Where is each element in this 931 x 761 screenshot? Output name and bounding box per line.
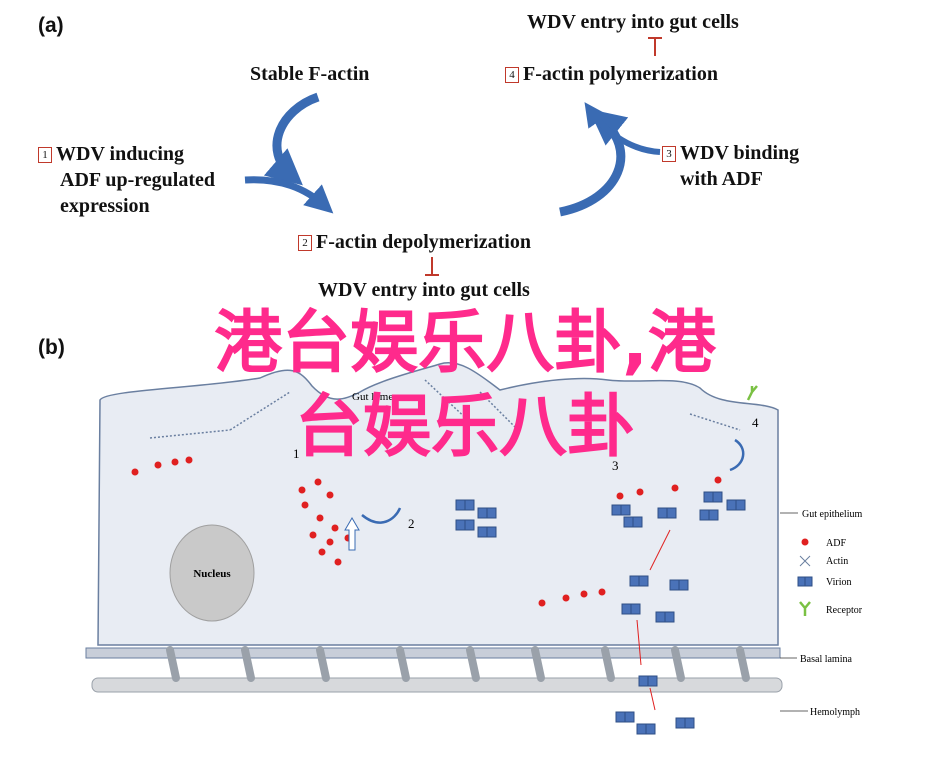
step-arrows	[361, 438, 745, 524]
panel-a-arrows	[244, 37, 662, 276]
step1-number: 1	[38, 147, 52, 164]
step3-line2: with ADF	[680, 168, 763, 190]
step-number-4: 4	[752, 415, 759, 430]
legend-virion-marker-b	[804, 576, 813, 587]
step1-line3: expression	[60, 195, 150, 217]
step1-line2: ADF up-regulated	[60, 169, 215, 191]
panel-a-label: (a)	[38, 14, 64, 37]
legend-adf-label: ADF	[826, 538, 846, 549]
step1-line1: WDV inducing	[56, 143, 185, 165]
watermark-overlay: 港台娱乐八卦,港 台娱乐八卦	[40, 302, 890, 470]
step4-text: F-actin polymerization	[523, 63, 718, 85]
watermark-line2: 台娱乐八卦	[294, 388, 635, 467]
legend-virion-marker-a	[797, 576, 806, 587]
legend-virion-label: Virion	[826, 577, 852, 588]
hollow-up-arrow	[344, 517, 360, 551]
step4-number: 4	[505, 67, 519, 84]
step-number-3: 3	[612, 458, 619, 473]
legend-receptor-marker	[799, 601, 811, 616]
entry-bottom-label: WDV entry into gut cells	[318, 279, 530, 301]
step-number-2: 2	[408, 516, 415, 531]
legend-actin-marker	[799, 555, 811, 567]
basal-struts	[166, 646, 750, 682]
basal-lamina	[85, 647, 781, 659]
legend: ADF Actin Virion Receptor	[797, 538, 863, 616]
step3-number: 3	[662, 146, 676, 163]
entry-top-label: WDV entry into gut cells	[527, 11, 739, 33]
virions	[455, 491, 746, 735]
nucleus	[169, 524, 255, 622]
stable-factin-label: Stable F-actin	[250, 63, 370, 85]
virion-transit-arrows	[636, 529, 671, 711]
actin-filaments	[149, 379, 741, 439]
legend-actin-label: Actin	[826, 556, 848, 567]
step1-to-step2-arrow	[244, 176, 334, 214]
receptors	[746, 385, 758, 401]
adf-molecules	[131, 456, 722, 607]
step2-number: 2	[298, 235, 312, 252]
step2-text: F-actin depolymerization	[316, 231, 531, 253]
left-cycle-arrow	[263, 92, 320, 186]
basal-lamina-label: Basal lamina	[800, 654, 852, 665]
hemolymph-label: Hemolymph	[810, 707, 860, 718]
gut-epithelium-cell	[97, 362, 779, 646]
watermark-line1: 港台娱乐八卦,港	[214, 304, 716, 383]
gut-epithelium-label: Gut epithelium	[802, 509, 862, 520]
gut-lumen-label: Gut lumen	[352, 391, 399, 403]
nucleus-label: Nucleus	[193, 568, 231, 580]
gut-cell-diagram: Nucleus	[85, 362, 863, 735]
step3-to-step4-arrow	[584, 102, 661, 155]
panel-b-label: (b)	[38, 336, 65, 359]
step3-line1: WDV binding	[680, 142, 800, 164]
legend-adf-marker	[801, 538, 809, 546]
step-number-1: 1	[293, 446, 300, 461]
legend-receptor-label: Receptor	[826, 605, 863, 616]
